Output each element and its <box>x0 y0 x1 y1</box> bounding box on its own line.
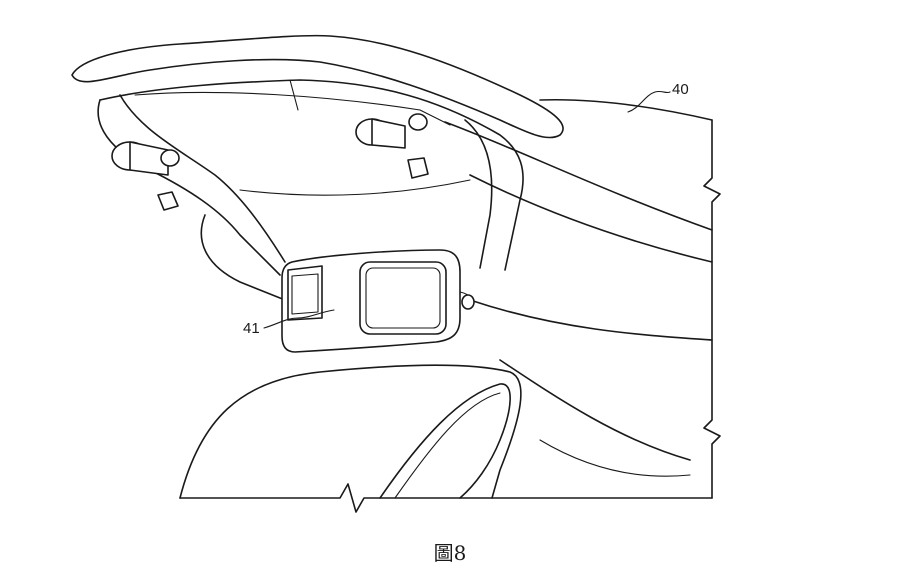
label-40: 40 <box>672 81 689 98</box>
bolt-right <box>355 113 429 179</box>
label-41: 41 <box>243 320 260 337</box>
body-lower-contour <box>469 299 713 341</box>
body-side-contour-2 <box>469 174 713 263</box>
figure-caption: 圖8 <box>433 541 467 565</box>
rack-inner-2 <box>97 99 281 276</box>
rack-lower-arm <box>200 214 286 301</box>
bottom-break-line <box>179 483 713 513</box>
body-lower-sweep <box>499 359 691 461</box>
rack-arm-right <box>464 119 493 269</box>
rack-arm-left <box>119 94 286 263</box>
body-inner-line <box>539 439 691 477</box>
seat-panel-lower <box>239 179 471 196</box>
side-cover <box>179 364 522 499</box>
leader-41 <box>263 309 335 329</box>
side-cover-inner <box>379 383 511 499</box>
leader-40 <box>627 90 671 113</box>
side-cover-inner-2 <box>394 392 501 499</box>
seat-panel <box>134 91 451 126</box>
right-break-line <box>703 119 721 499</box>
rack-rib <box>289 79 299 111</box>
rack-outer <box>71 34 564 139</box>
part-41-module <box>281 249 475 353</box>
body-upper-contour <box>539 98 713 121</box>
body-side-contour-1 <box>444 121 713 231</box>
bolt-left <box>111 141 180 211</box>
rack-inner <box>99 79 524 271</box>
